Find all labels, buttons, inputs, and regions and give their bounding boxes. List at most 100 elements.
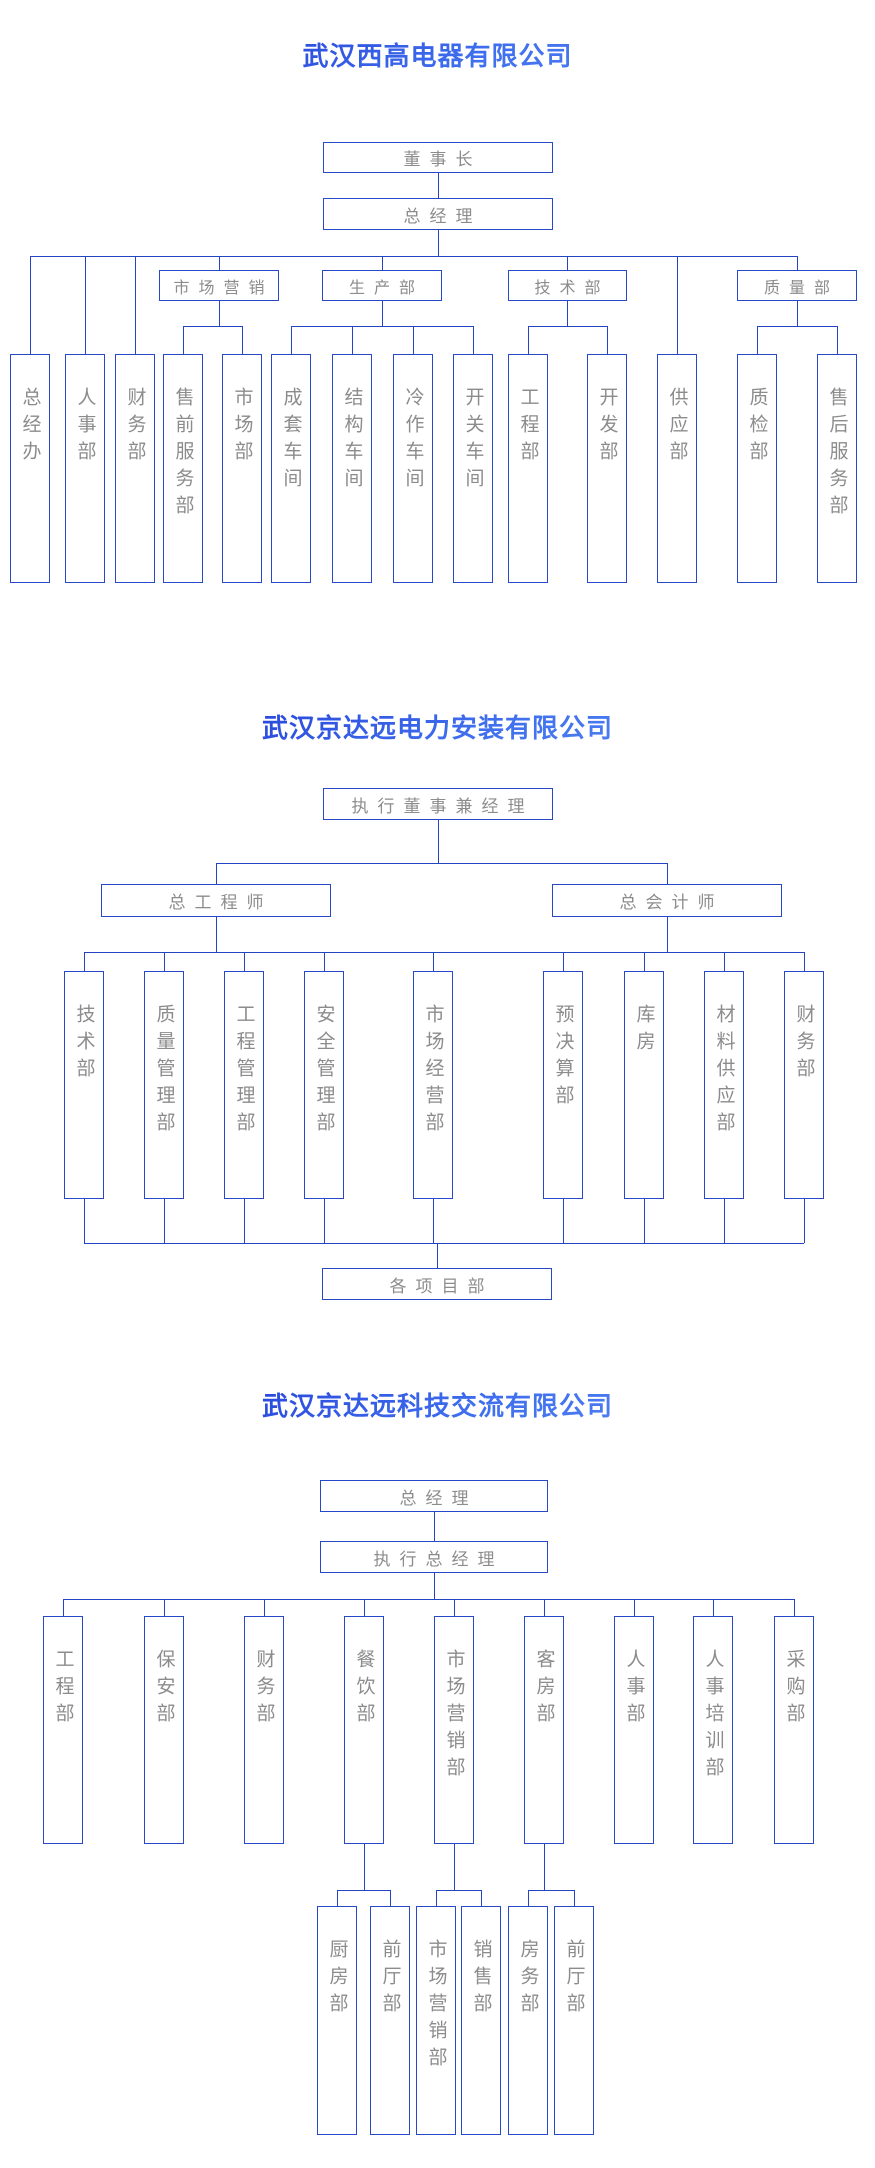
connector-line — [216, 863, 217, 884]
connector-line — [724, 952, 725, 971]
connector-line — [434, 1573, 435, 1599]
connector-line — [794, 1599, 795, 1616]
org1-dept-box: 市场营销 — [159, 270, 279, 301]
org2-leaf-box: 财务部 — [784, 971, 824, 1199]
org2-leaf-box: 市场经营部 — [413, 971, 453, 1199]
org1-dept-label: 质量部 — [763, 277, 839, 297]
org3-executive-gm-label: 执行总经理 — [373, 1549, 504, 1570]
org1-dept-label: 市场营销 — [173, 277, 274, 297]
connector-line — [337, 1890, 390, 1891]
org2-leaf-box: 安全管理部 — [304, 971, 344, 1199]
org2-leaf-label: 安全管理部 — [313, 1004, 336, 1139]
org2-executive-director-label: 执行董事兼经理 — [351, 796, 534, 817]
org2-leaf-box: 库房 — [624, 971, 664, 1199]
connector-line — [436, 1890, 481, 1891]
connector-line — [634, 1599, 635, 1616]
connector-line — [528, 326, 607, 327]
connector-line — [454, 1599, 455, 1616]
org3-title: 武汉京达远科技交流有限公司 — [0, 1386, 875, 1423]
org2-leaf-label: 技术部 — [73, 1004, 96, 1085]
org3-leaf-box: 工程部 — [43, 1616, 83, 1844]
org3-executive-gm-box: 执行总经理 — [320, 1541, 548, 1573]
org3-leaf-box: 餐饮部 — [344, 1616, 384, 1844]
org3-subleaf-box: 厨房部 — [317, 1906, 357, 2135]
connector-line — [437, 1243, 438, 1268]
connector-line — [544, 1599, 545, 1616]
connector-line — [677, 256, 678, 354]
org1-leaf-box: 成套车间 — [271, 354, 311, 583]
connector-line — [183, 326, 184, 354]
org3-leaf-box: 财务部 — [244, 1616, 284, 1844]
connector-line — [563, 952, 564, 971]
org1-leaf-box: 人事部 — [65, 354, 105, 583]
org2-project-depts-box: 各项目部 — [322, 1268, 552, 1300]
connector-line — [433, 1199, 434, 1243]
org1-dept-label: 技术部 — [534, 277, 610, 297]
connector-line — [528, 1890, 529, 1906]
org1-leaf-box: 质检部 — [737, 354, 777, 583]
connector-line — [63, 1599, 794, 1600]
connector-line — [804, 952, 805, 971]
connector-line — [797, 256, 798, 270]
org1-leaf-label: 财务部 — [124, 387, 147, 468]
connector-line — [242, 326, 243, 354]
connector-line — [164, 1199, 165, 1243]
org1-leaf-label: 结构车间 — [341, 387, 364, 495]
connector-line — [135, 256, 136, 354]
org2-title: 武汉京达远电力安装有限公司 — [0, 708, 875, 745]
org1-leaf-box: 售后服务部 — [817, 354, 857, 583]
org2-leaf-box: 质量管理部 — [144, 971, 184, 1199]
org3-subleaf-box: 前厅部 — [554, 1906, 594, 2135]
org3-leaf-label: 市场营销部 — [443, 1649, 466, 1784]
org3-leaf-label: 采购部 — [783, 1649, 806, 1730]
org3-subleaf-label: 销售部 — [470, 1939, 493, 2020]
connector-line — [528, 326, 529, 354]
org2-leaf-label: 材料供应部 — [713, 1004, 736, 1139]
org1-leaf-label: 供应部 — [666, 387, 689, 468]
connector-line — [30, 256, 797, 257]
org2-leaf-box: 工程管理部 — [224, 971, 264, 1199]
org1-leaf-label: 售后服务部 — [826, 387, 849, 522]
org2-leaf-box: 材料供应部 — [704, 971, 744, 1199]
org2-chief-engineer-box: 总工程师 — [101, 884, 331, 917]
org3-leaf-box: 人事培训部 — [693, 1616, 733, 1844]
connector-line — [183, 326, 242, 327]
connector-line — [164, 1599, 165, 1616]
connector-line — [85, 256, 86, 354]
org3-subleaf-box: 市场营销部 — [416, 1906, 456, 2135]
org1-leaf-box: 开关车间 — [453, 354, 493, 583]
org3-general-manager-box: 总经理 — [320, 1480, 548, 1512]
org3-leaf-box: 人事部 — [614, 1616, 654, 1844]
org2-leaf-label: 库房 — [633, 1004, 656, 1058]
org3-subleaf-box: 房务部 — [508, 1906, 548, 2135]
org2-leaf-label: 市场经营部 — [422, 1004, 445, 1139]
connector-line — [84, 952, 804, 953]
connector-line — [644, 1199, 645, 1243]
connector-line — [352, 326, 353, 354]
org3-leaf-box: 保安部 — [144, 1616, 184, 1844]
org3-general-manager-label: 总经理 — [399, 1488, 478, 1509]
connector-line — [291, 326, 292, 354]
org3-subleaf-box: 销售部 — [461, 1906, 501, 2135]
connector-line — [84, 1199, 85, 1243]
org1-leaf-label: 开关车间 — [462, 387, 485, 495]
org2-chief-accountant-label: 总会计师 — [619, 893, 724, 913]
connector-line — [837, 326, 838, 354]
org3-subleaf-label: 厨房部 — [326, 1939, 349, 2020]
connector-line — [667, 863, 668, 884]
org2-leaf-box: 预决算部 — [543, 971, 583, 1199]
connector-line — [438, 230, 439, 256]
connector-line — [264, 1599, 265, 1616]
connector-line — [216, 917, 217, 952]
org1-leaf-box: 市场部 — [222, 354, 262, 583]
org3-leaf-label: 餐饮部 — [353, 1649, 376, 1730]
org1-leaf-box: 供应部 — [657, 354, 697, 583]
org3-leaf-label: 工程部 — [52, 1649, 75, 1730]
connector-line — [567, 256, 568, 270]
org1-leaf-label: 总经办 — [19, 387, 42, 468]
connector-line — [473, 326, 474, 354]
org1-general-manager-label: 总经理 — [403, 206, 482, 227]
connector-line — [244, 1199, 245, 1243]
org1-leaf-label: 工程部 — [517, 387, 540, 468]
